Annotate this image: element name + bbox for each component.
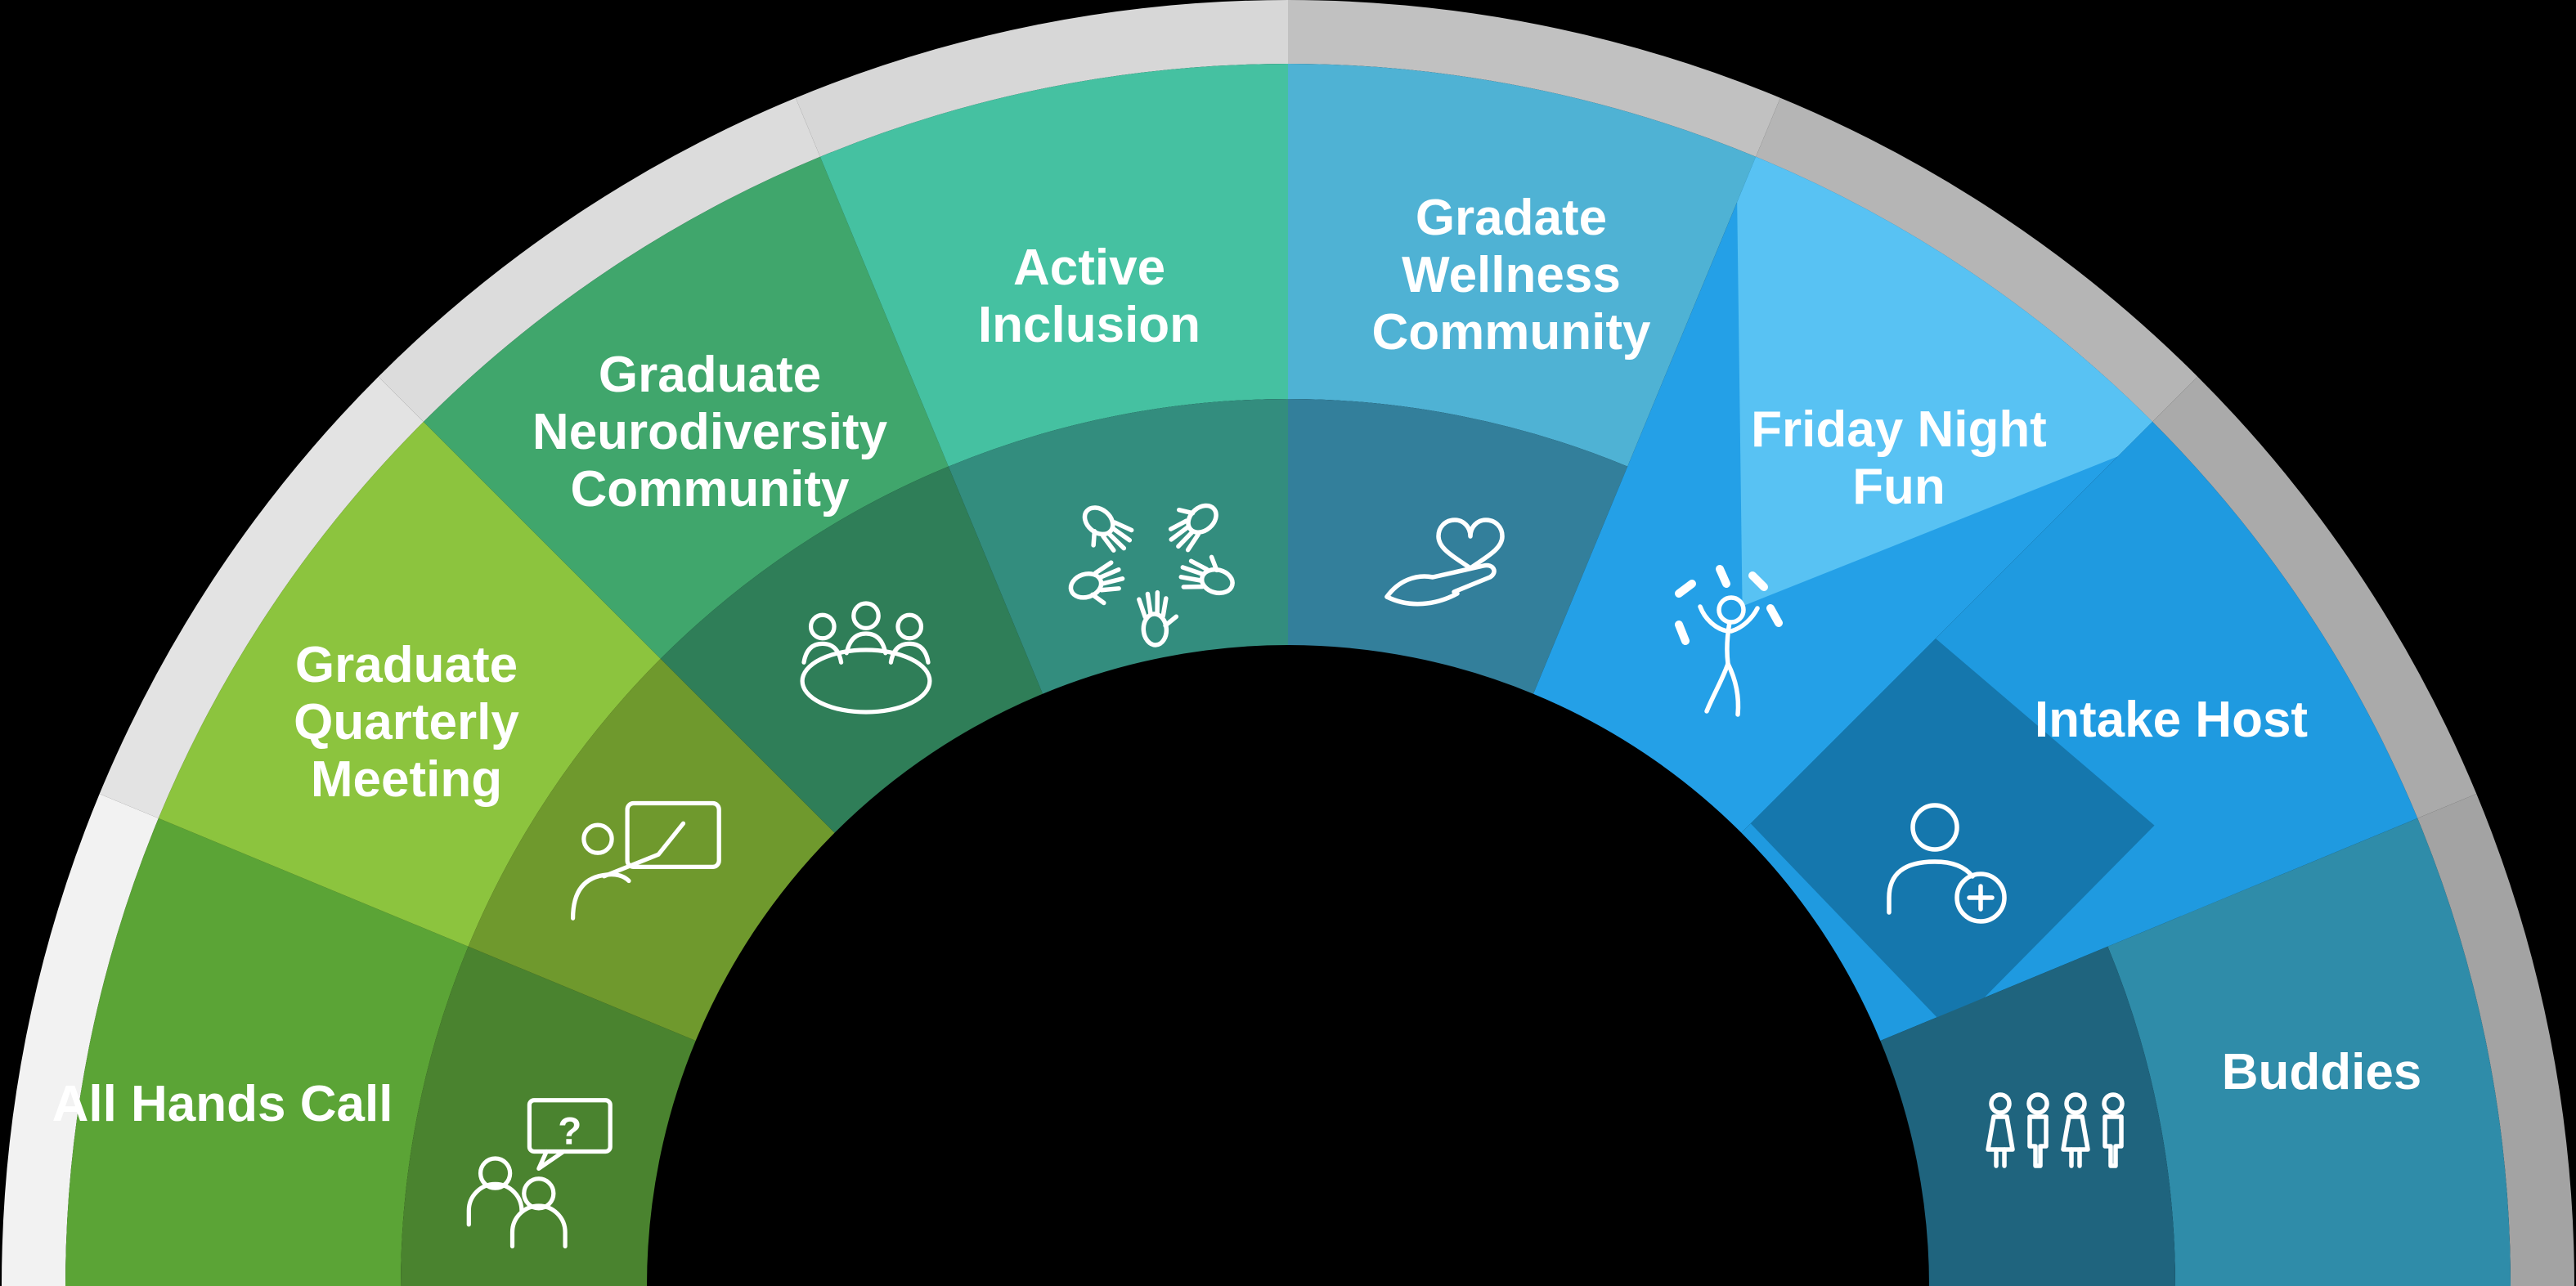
label-band-all-hands-call xyxy=(65,818,469,1286)
segment-label-buddies: Buddies xyxy=(2222,1044,2422,1100)
label-band-graduate-neurodiversity-community xyxy=(423,156,949,659)
presentation-icon xyxy=(570,800,721,921)
segment-all-hands-call: All Hands Call? xyxy=(1,794,696,1286)
gray-ring-graduate-neurodiversity-community xyxy=(378,97,820,422)
gray-ring-buddies xyxy=(2417,794,2574,1286)
icon-band-active-inclusion xyxy=(948,399,1288,694)
joined-hands-icon xyxy=(1068,503,1235,647)
label-band-gradate-wellness-community xyxy=(1288,64,1757,467)
segment-buddies: Buddies xyxy=(1880,794,2574,1286)
gray-ring-gradate-wellness-community xyxy=(1288,0,1780,157)
hand-heart-icon xyxy=(1384,518,1505,607)
label-kite-friday-night-fun xyxy=(1737,156,2153,607)
label-band-buddies xyxy=(2107,818,2511,1286)
gray-ring-friday-night-fun xyxy=(1756,97,2198,422)
gray-ring-active-inclusion xyxy=(796,0,1288,157)
segment-label-intake-host: Intake Host xyxy=(2035,692,2308,748)
gray-ring-graduate-quarterly-meeting xyxy=(99,376,424,818)
segment-intake-host: Intake Host xyxy=(1741,376,2477,1041)
icon-diamond-intake-host xyxy=(1750,639,2155,1032)
gray-ring-all-hands-call xyxy=(1,794,159,1286)
segment-label-all-hands-call: All Hands Call xyxy=(52,1076,393,1132)
group-people-icon xyxy=(1986,1092,2125,1168)
svg-text:?: ? xyxy=(558,1109,581,1153)
icon-band-graduate-quarterly-meeting xyxy=(468,658,835,1041)
people-question-icon: ? xyxy=(466,1098,613,1249)
gray-ring-intake-host xyxy=(2152,376,2477,818)
label-band-graduate-quarterly-meeting xyxy=(158,421,661,947)
meeting-table-icon xyxy=(800,601,932,715)
label-band-active-inclusion xyxy=(819,64,1288,467)
juggler-icon xyxy=(1675,565,1783,717)
add-person-icon xyxy=(1887,803,2007,924)
icon-band-gradate-wellness-community xyxy=(1288,399,1628,694)
icon-band-all-hands-call xyxy=(401,946,696,1286)
